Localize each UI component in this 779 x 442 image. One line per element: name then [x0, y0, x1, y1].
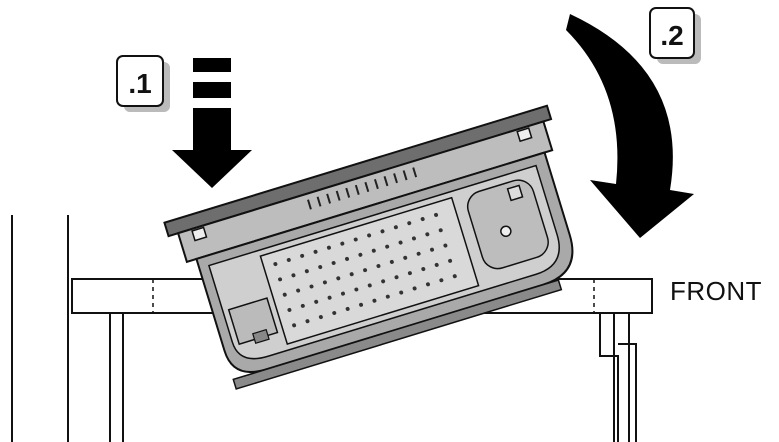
- press-down-arrow: [172, 58, 252, 188]
- fan-socket: [506, 184, 524, 202]
- fan-screw: [500, 225, 512, 238]
- hob-appliance: [163, 104, 574, 390]
- hob-gasket: [232, 279, 563, 390]
- perforation-holes: [273, 212, 457, 328]
- cabinet-legs: [109, 313, 637, 442]
- clip-left: [191, 226, 208, 242]
- step-2-badge: .2: [649, 7, 701, 64]
- perforated-plate: [259, 196, 480, 346]
- step-1-label: .1: [128, 68, 151, 99]
- step-2-label: .2: [660, 20, 683, 51]
- vent-strip: [307, 167, 418, 210]
- connector-terminal: [252, 328, 270, 345]
- front-label: FRONT: [670, 276, 763, 306]
- fan-housing: [466, 179, 549, 270]
- rotate-arrow: [566, 14, 694, 238]
- step-1-badge: .1: [116, 55, 170, 112]
- clip-right: [516, 127, 533, 143]
- cabinet-side-left: [11, 215, 69, 442]
